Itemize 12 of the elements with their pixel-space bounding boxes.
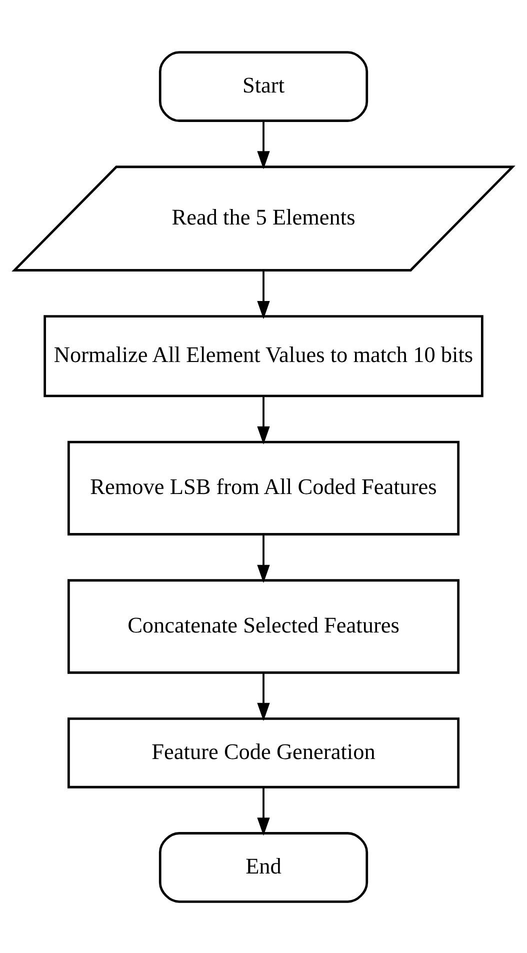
- arrow: [257, 396, 270, 444]
- arrow: [257, 270, 270, 319]
- arrow: [257, 786, 270, 836]
- node-box: End: [158, 832, 368, 902]
- node-box: Concatenate Selected Features: [67, 578, 460, 674]
- node-box: Normalize All Element Values to match 10 bits: [44, 314, 484, 397]
- node-box: Start: [158, 50, 368, 122]
- arrow: [257, 120, 270, 169]
- node-box: Feature Code Generation: [67, 717, 460, 788]
- arrow: [257, 672, 270, 721]
- arrow: [257, 534, 270, 582]
- node-box: Remove LSB from All Coded Features: [67, 440, 460, 535]
